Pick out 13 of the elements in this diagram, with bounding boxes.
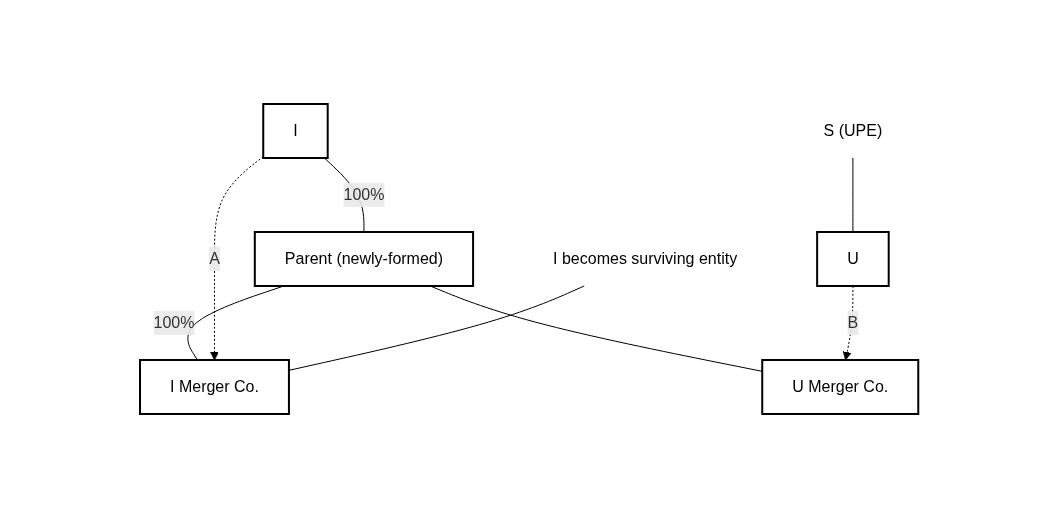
node-box: U [816, 230, 891, 287]
node-box: I [262, 102, 330, 159]
edge-label: 100% [343, 185, 385, 203]
node-box: I Merger Co. [139, 358, 291, 415]
edge-label: 100% [153, 313, 195, 331]
connector [852, 157, 854, 232]
node-box: Parent (newly-formed) [254, 230, 475, 287]
node-text: I becomes surviving entity [553, 249, 738, 267]
edge-label: A [209, 249, 221, 267]
node-box: U Merger Co. [761, 358, 920, 415]
edge-label: B [847, 313, 859, 331]
arrow [843, 285, 854, 360]
node-text: S (UPE) [823, 121, 883, 139]
